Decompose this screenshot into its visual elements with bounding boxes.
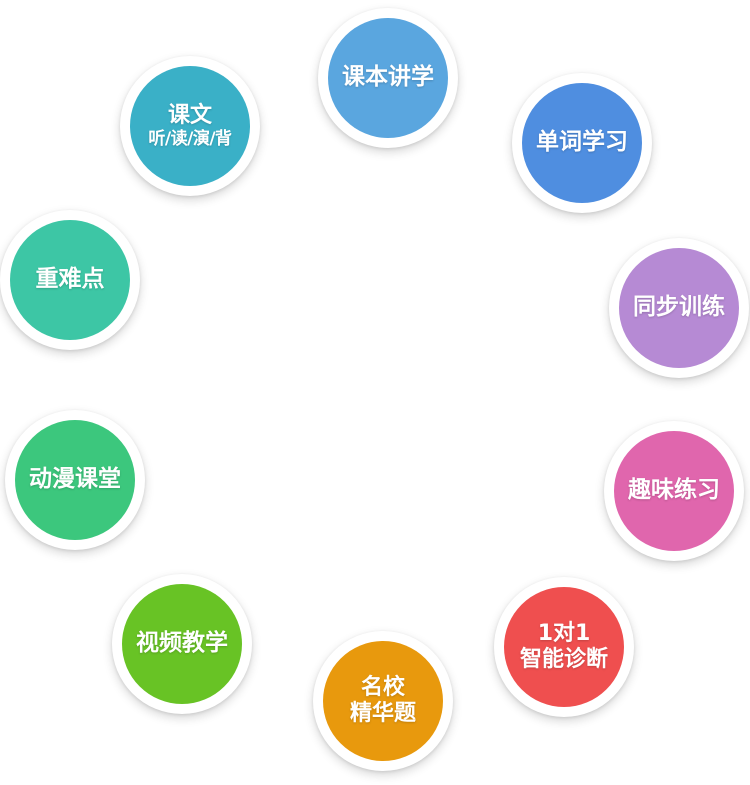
bubble-label: 同步训练 — [633, 294, 725, 321]
bubble-label-line1: 课文 — [167, 102, 212, 128]
animation-class-button[interactable]: 动漫课堂 — [5, 410, 145, 550]
bubble-core: 同步训练 — [619, 248, 739, 368]
bubble-label: 重难点 — [35, 266, 105, 293]
bubble-label-line2: 智能诊断 — [519, 647, 608, 672]
video-teaching-button[interactable]: 视频教学 — [112, 574, 252, 714]
bubble-core: 视频教学 — [122, 584, 242, 704]
smart-diagnosis-button[interactable]: 1对1 智能诊断 — [494, 577, 634, 717]
bubble-core: 课本讲学 — [328, 18, 448, 138]
bubble-label-line1: 名校 — [360, 674, 405, 700]
word-learning-button[interactable]: 单词学习 — [512, 73, 652, 213]
bubble-core: 动漫课堂 — [15, 420, 135, 540]
bubble-core: 1对1 智能诊断 — [504, 587, 624, 707]
bubble-label: 动漫课堂 — [29, 466, 121, 493]
bubble-label: 视频教学 — [136, 630, 228, 657]
bubble-core: 趣味练习 — [614, 431, 734, 551]
bubble-label-line2: 精华题 — [349, 701, 416, 726]
bubble-core: 名校 精华题 — [323, 641, 443, 761]
sync-training-button[interactable]: 同步训练 — [609, 238, 749, 378]
fun-practice-button[interactable]: 趣味练习 — [604, 421, 744, 561]
bubble-core: 重难点 — [10, 220, 130, 340]
textbook-lecture-button[interactable]: 课本讲学 — [318, 8, 458, 148]
bubble-label: 趣味练习 — [628, 477, 720, 504]
bubble-label-line1: 1对1 — [537, 620, 591, 646]
bubble-core: 单词学习 — [522, 83, 642, 203]
key-difficult-points-button[interactable]: 重难点 — [0, 210, 140, 350]
bubble-label-line2: 听/读/演/背 — [148, 129, 232, 149]
text-lesson-button[interactable]: 课文 听/读/演/背 — [120, 56, 260, 196]
bubble-core: 课文 听/读/演/背 — [130, 66, 250, 186]
famous-school-questions-button[interactable]: 名校 精华题 — [313, 631, 453, 771]
bubble-label: 课本讲学 — [342, 64, 434, 91]
bubble-label: 单词学习 — [536, 129, 628, 156]
